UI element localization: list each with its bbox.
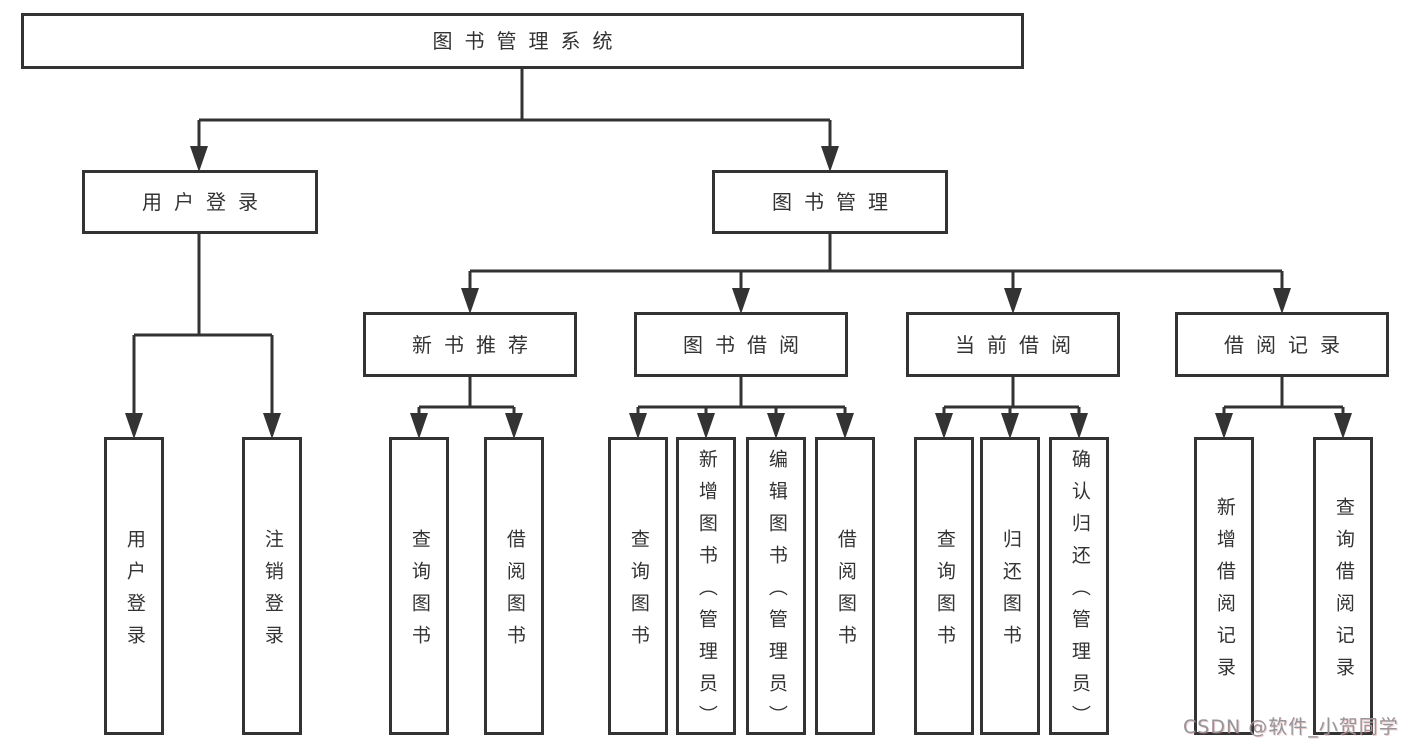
- node-book-management: 图书管理: [712, 170, 948, 234]
- arrowhead-cb-query-book: [935, 413, 953, 439]
- node-leaf-bb-add-book-admin: 新增图书（管理员）: [676, 437, 736, 737]
- node-leaf-add-borrow-record: 新增借阅记录: [1194, 437, 1254, 735]
- arrowhead-current-borrowing: [1004, 288, 1022, 314]
- node-new-book-recommendation-label: 新书推荐: [412, 332, 540, 357]
- arrowhead-bb-edit-book: [767, 413, 785, 439]
- node-leaf-bb-query-book-label: 查询图书: [627, 528, 650, 657]
- node-book-borrowing: 图书借阅: [634, 312, 848, 377]
- connector-records-children: [1222, 377, 1345, 415]
- node-root: 图书管理系统: [21, 13, 1024, 69]
- csdn-watermark: CSDN @软件_小贺同学: [1183, 716, 1399, 738]
- node-leaf-query-borrow-record: 查询借阅记录: [1313, 437, 1373, 735]
- node-leaf-cb-return-book-label: 归还图书: [999, 528, 1022, 657]
- arrowhead-leaf-logout: [263, 413, 281, 439]
- connector-user-login-children: [132, 234, 274, 415]
- node-book-borrowing-label: 图书借阅: [683, 332, 811, 357]
- arrowhead-cb-return-book: [1001, 413, 1019, 439]
- arrowhead-new-book-recommendation: [461, 288, 479, 314]
- node-leaf-query-borrow-record-label: 查询借阅记录: [1332, 496, 1355, 689]
- node-leaf-user-login: 用户登录: [104, 437, 164, 735]
- node-leaf-rec-query-book-label: 查询图书: [408, 528, 431, 657]
- arrowhead-borrowing-records: [1273, 288, 1291, 314]
- node-leaf-cb-query-book: 查询图书: [914, 437, 974, 735]
- arrowhead-rec-query-book: [410, 413, 428, 439]
- arrowhead-rec-add-record: [1215, 413, 1233, 439]
- node-leaf-bb-borrow-book: 借阅图书: [815, 437, 875, 735]
- connector-root-to-level2: [197, 69, 832, 148]
- connector-book-management-children: [468, 234, 1284, 290]
- node-borrowing-records-label: 借阅记录: [1224, 332, 1352, 357]
- arrowhead-rec-query-record: [1334, 413, 1352, 439]
- node-leaf-cb-confirm-return-admin: 确认归还（管理员）: [1049, 437, 1109, 737]
- node-leaf-rec-borrow-book-label: 借阅图书: [503, 528, 526, 657]
- node-leaf-bb-add-book-admin-label: 新增图书（管理员）: [695, 448, 718, 737]
- arrowhead-leaf-user-login: [125, 413, 143, 439]
- arrowhead-bb-borrow-book: [836, 413, 854, 439]
- node-leaf-cb-return-book: 归还图书: [980, 437, 1040, 735]
- node-leaf-add-borrow-record-label: 新增借阅记录: [1213, 496, 1236, 689]
- node-current-borrowing: 当前借阅: [906, 312, 1120, 377]
- arrowhead-book-management: [821, 146, 839, 172]
- node-leaf-bb-query-book: 查询图书: [608, 437, 668, 735]
- arrowhead-cb-confirm-return: [1070, 413, 1088, 439]
- node-book-management-label: 图书管理: [772, 190, 900, 214]
- connector-borrowing-children: [636, 377, 847, 415]
- arrowhead-book-borrowing: [732, 288, 750, 314]
- node-new-book-recommendation: 新书推荐: [363, 312, 577, 377]
- node-leaf-cb-confirm-return-admin-label: 确认归还（管理员）: [1068, 448, 1091, 737]
- node-leaf-rec-borrow-book: 借阅图书: [484, 437, 544, 735]
- node-root-label: 图书管理系统: [432, 29, 625, 53]
- node-leaf-bb-edit-book-admin: 编辑图书（管理员）: [746, 437, 806, 737]
- node-user-login-label: 用户登录: [142, 190, 270, 214]
- connector-current-borrowing-children: [942, 377, 1081, 415]
- arrowhead-user-login: [190, 146, 208, 172]
- node-current-borrowing-label: 当前借阅: [955, 332, 1083, 357]
- node-leaf-rec-query-book: 查询图书: [389, 437, 449, 735]
- arrowhead-rec-borrow-book: [505, 413, 523, 439]
- arrowhead-bb-add-book: [697, 413, 715, 439]
- node-user-login: 用户登录: [82, 170, 318, 234]
- arrowhead-bb-query-book: [629, 413, 647, 439]
- node-leaf-user-login-label: 用户登录: [123, 528, 146, 657]
- node-leaf-bb-borrow-book-label: 借阅图书: [834, 528, 857, 657]
- node-leaf-cb-query-book-label: 查询图书: [933, 528, 956, 657]
- node-leaf-logout-label: 注销登录: [261, 528, 284, 657]
- connector-recommendation-children: [417, 377, 516, 415]
- node-leaf-bb-edit-book-admin-label: 编辑图书（管理员）: [765, 448, 788, 737]
- node-borrowing-records: 借阅记录: [1175, 312, 1389, 377]
- node-leaf-logout: 注销登录: [242, 437, 302, 735]
